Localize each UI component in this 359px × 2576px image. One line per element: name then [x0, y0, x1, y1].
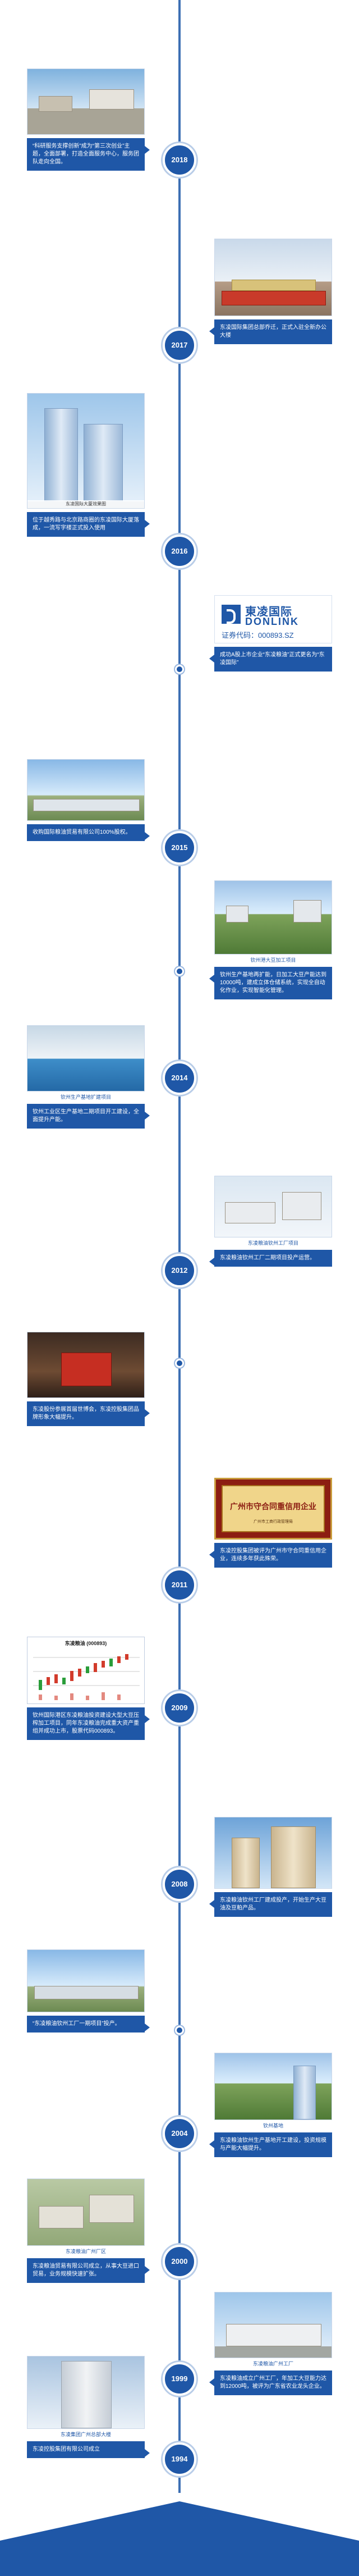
year-marker-2018: 2018 — [163, 143, 196, 177]
stock-chart: 东凌粮油 (000893) — [27, 1637, 145, 1704]
entry-text: 东凌粮油钦州生产基地开工建设，投资规模与产能大幅提升。 — [209, 2132, 332, 2157]
entry-2006: “东凌粮油钦州工厂一期项目”投产。 — [27, 1949, 150, 2033]
entry-2004: 钦州基地 东凌粮油钦州生产基地开工建设，投资规模与产能大幅提升。 — [209, 2053, 332, 2157]
logo-mark-icon — [222, 605, 241, 624]
entry-2015-a: 收购国际粮油贸易有限公司100%股权。 — [27, 759, 150, 841]
timeline-base — [0, 2501, 359, 2576]
year-marker-1999: 1999 — [163, 2362, 196, 2396]
photo-2015 — [27, 759, 145, 821]
entry-text: 收购国际粮油贸易有限公司100%股权。 — [27, 824, 150, 841]
entry-text: 东凌国际集团总部乔迁，正式入驻全新办公大楼 — [209, 319, 332, 344]
entry-2011: 广州市守合同重信用企业 广州市工商行政管理局 东凌控股集团被评为广州市守合同重信… — [209, 1478, 332, 1568]
timeline-dot — [175, 1359, 184, 1368]
photo-caption: 东凌粮油广州工厂 — [252, 2361, 293, 2367]
entry-text: 成功A股上市企业“东凌粮油”正式更名为“东凌国际” — [209, 647, 332, 672]
year-marker-2004: 2004 — [163, 2117, 196, 2150]
year-marker-2015: 2015 — [163, 831, 196, 865]
entry-2015-b: 钦州港大豆加工项目 钦州生产基地再扩能，日加工大豆产能达到10000吨，建成立体… — [209, 880, 332, 999]
entry-2009: 东凌粮油 (000893) 钦州国际港区东凌粮油投资建设大型大豆压榨加工项目，同… — [27, 1637, 150, 1740]
entry-1994: 东凌集团广州总部大楼 东凌控股集团有限公司成立 — [27, 2356, 150, 2458]
entry-text: 东凌粮油成立广州工厂，年加工大豆能力达到12000吨，被评为广东省农业龙头企业。 — [209, 2371, 332, 2395]
entry-text: 东凌粮油钦州工厂二期项目投产运营。 — [209, 1250, 332, 1267]
entry-text: 东凌股份参展首届世博会，东凌控股集团品牌形象大幅提升。 — [27, 1401, 150, 1426]
timeline-dot — [175, 2026, 184, 2035]
entry-text: 东凌粮油贸易有限公司成立，从事大豆进口贸易，业务规模快速扩张。 — [27, 2258, 150, 2283]
photo-2016: 东凌国际大厦效果图 — [27, 393, 145, 509]
year-marker-2011: 2011 — [163, 1568, 196, 1602]
entry-text: 钦州生产基地再扩能，日加工大豆产能达到10000吨，建成立体仓储系统，实现全自动… — [209, 967, 332, 999]
year-marker-2017: 2017 — [163, 328, 196, 362]
photo-2006 — [27, 1949, 145, 2012]
year-marker-2008: 2008 — [163, 1867, 196, 1901]
year-marker-2016: 2016 — [163, 535, 196, 568]
award-plaque: 广州市守合同重信用企业 广州市工商行政管理局 — [214, 1478, 332, 1540]
entry-text: 钦州国际港区东凌粮油投资建设大型大豆压榨加工项目，同年东凌粮油完成重大资产重组并… — [27, 1707, 150, 1740]
photo-2008 — [214, 1817, 332, 1889]
year-marker-2014: 2014 — [163, 1061, 196, 1095]
photo-2002 — [27, 2178, 145, 2246]
timeline-dot — [175, 665, 184, 674]
entry-2010: 东凌股份参展首届世博会，东凌控股集团品牌形象大幅提升。 — [27, 1332, 150, 1426]
photo-caption: 钦州生产基地扩建项目 — [60, 1094, 111, 1100]
photo-2015b — [214, 880, 332, 954]
photo-caption: 钦州基地 — [263, 2123, 283, 2129]
photo-2017 — [214, 239, 332, 316]
year-marker-1994: 1994 — [163, 2442, 196, 2476]
entry-text: 东凌控股集团被评为广州市守合同重信用企业，连续多年获此殊荣。 — [209, 1543, 332, 1568]
photo-2012 — [214, 1176, 332, 1237]
photo-caption: 东凌国际大厦效果图 — [27, 500, 144, 508]
entry-text: 东凌粮油钦州工厂建成投产，开始生产大豆油及豆粕产品。 — [209, 1892, 332, 1917]
photo-2010 — [27, 1332, 145, 1398]
company-logo: 東凌国际 DONLINK 证券代码：000893.SZ — [214, 595, 332, 643]
photo-2018 — [27, 68, 145, 135]
entry-2008: 东凌粮油钦州工厂建成投产，开始生产大豆油及豆粕产品。 — [209, 1817, 332, 1917]
photo-caption: 东凌粮油钦州工厂项目 — [247, 1240, 298, 1246]
entry-text: 钦州工业区生产基地二期项目开工建设，全面提升产能。 — [27, 1104, 150, 1129]
entry-text: “东凌粮油钦州工厂一期项目”投产。 — [27, 2016, 150, 2033]
year-marker-2012: 2012 — [163, 1254, 196, 1287]
entry-2018: “科研服务支撑创新”成为“第三次创业”主题，全面部署，打造全面服务中心，服务团队… — [27, 68, 150, 171]
photo-caption: 东凌粮油广州厂区 — [65, 2249, 106, 2254]
stock-candles — [33, 1654, 140, 1700]
photo-1994 — [27, 2356, 145, 2429]
timeline-axis — [178, 0, 181, 2493]
photo-2014 — [27, 1025, 145, 1091]
entry-2017: 东凌国际集团总部乔迁，正式入驻全新办公大楼 — [209, 239, 332, 344]
entry-2000: 东凌粮油广州工厂 东凌粮油成立广州工厂，年加工大豆能力达到12000吨，被评为广… — [209, 2292, 332, 2395]
entry-2002: 东凌粮油广州厂区 东凌粮油贸易有限公司成立，从事大豆进口贸易，业务规模快速扩张。 — [27, 2178, 150, 2283]
entry-2014: 钦州生产基地扩建项目 钦州工业区生产基地二期项目开工建设，全面提升产能。 — [27, 1025, 150, 1129]
entry-2016-building: 东凌国际大厦效果图 位于越秀路与北京路商圈的东凌国际大厦落成，一流写字楼正式投入… — [27, 393, 150, 537]
entry-2012: 东凌粮油钦州工厂项目 东凌粮油钦州工厂二期项目投产运营。 — [209, 1176, 332, 1267]
entry-text: 东凌控股集团有限公司成立 — [27, 2441, 150, 2458]
photo-2000 — [214, 2292, 332, 2358]
year-marker-2009: 2009 — [163, 1691, 196, 1725]
entry-text: “科研服务支撑创新”成为“第三次创业”主题，全面部署，打造全面服务中心，服务团队… — [27, 138, 150, 171]
timeline-dot — [175, 967, 184, 976]
photo-caption: 东凌集团广州总部大楼 — [60, 2432, 111, 2437]
photo-2004 — [214, 2053, 332, 2120]
year-marker-2000: 2000 — [163, 2245, 196, 2278]
entry-2016-listing: 東凌国际 DONLINK 证券代码：000893.SZ 成功A股上市企业“东凌粮… — [209, 595, 332, 672]
entry-text: 位于越秀路与北京路商圈的东凌国际大厦落成，一流写字楼正式投入使用 — [27, 512, 150, 537]
photo-caption: 钦州港大豆加工项目 — [250, 957, 296, 963]
